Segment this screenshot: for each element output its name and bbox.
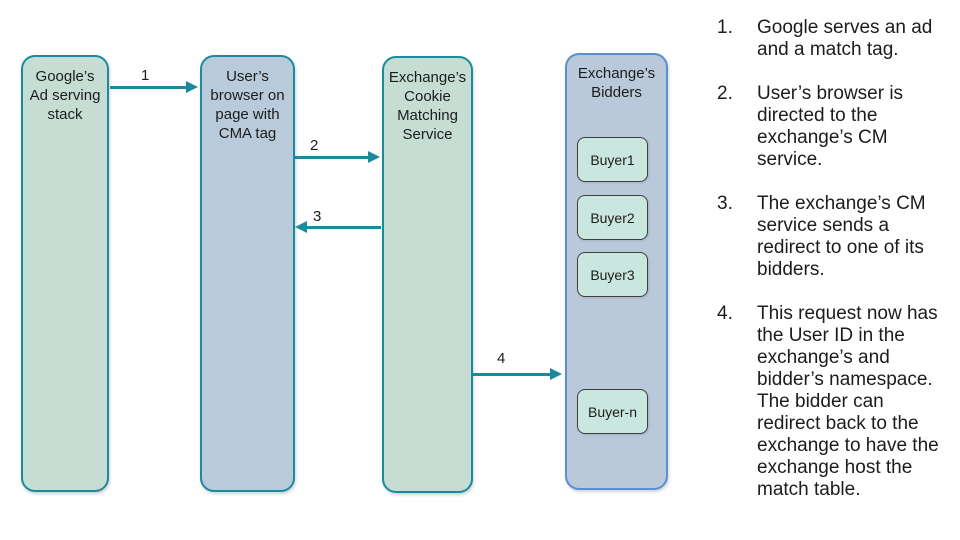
step-item-2: 2. User’s browser is directed to the exc… (717, 83, 960, 171)
step-text: The exchange’s CM service sends a redire… (757, 193, 926, 280)
step-number: 3. (717, 193, 733, 214)
arrow-4-line (473, 373, 551, 376)
arrow-3-label: 3 (313, 208, 322, 225)
step-number: 4. (717, 303, 733, 324)
step-item-4: 4. This request now has the User ID in t… (717, 303, 960, 501)
step-item-3: 3. The exchange’s CM service sends a red… (717, 193, 960, 281)
step-text: This request now has the User ID in the … (757, 303, 939, 500)
node-label: Google’s Ad serving stack (29, 68, 101, 123)
arrow-1-label: 1 (141, 67, 150, 84)
arrow-1-head-icon (186, 81, 198, 93)
buyer-box: Buyer1 (577, 137, 648, 182)
node-google-ad-serving-stack: Google’s Ad serving stack (21, 55, 109, 492)
node-user-browser: User’s browser on page with CMA tag (200, 55, 295, 492)
arrow-2-label: 2 (310, 137, 319, 154)
arrow-1-line (110, 86, 187, 89)
step-text: Google serves an ad and a match tag. (757, 17, 933, 60)
arrow-3-line (307, 226, 381, 229)
arrow-4-head-icon (550, 368, 562, 380)
arrow-2-line (295, 156, 369, 159)
arrow-4-label: 4 (497, 350, 506, 367)
step-item-1: 1. Google serves an ad and a match tag. (717, 17, 960, 61)
node-label: Exchange’s Cookie Matching Service (388, 69, 467, 143)
node-label: User’s browser on page with CMA tag (210, 68, 285, 142)
step-text: User’s browser is directed to the exchan… (757, 83, 904, 170)
node-cookie-matching-service: Exchange’s Cookie Matching Service (382, 56, 473, 493)
arrow-2-head-icon (368, 151, 380, 163)
buyer-box: Buyer2 (577, 195, 648, 240)
step-number: 2. (717, 83, 733, 104)
node-label: Exchange’s Bidders (577, 65, 656, 101)
step-number: 1. (717, 17, 733, 38)
steps-list: 1. Google serves an ad and a match tag. … (717, 17, 960, 523)
arrow-3-head-icon (295, 221, 307, 233)
node-exchange-bidders: Exchange’s Bidders Buyer1 Buyer2 Buyer3 … (565, 53, 668, 490)
buyer-box: Buyer3 (577, 252, 648, 297)
buyer-box: Buyer-n (577, 389, 648, 434)
